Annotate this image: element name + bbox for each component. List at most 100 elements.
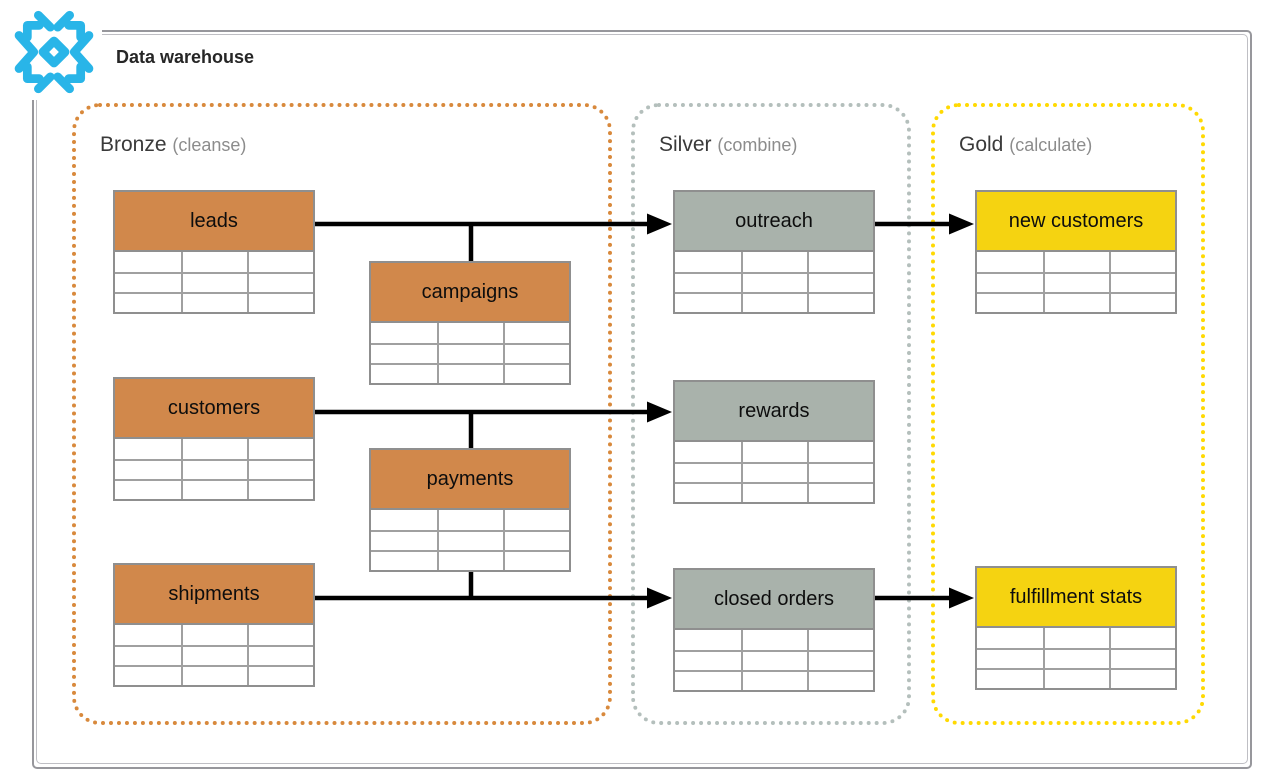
- table-customers-grid: [115, 439, 313, 499]
- table-cell: [181, 439, 247, 459]
- table-cell: [371, 363, 437, 383]
- panel-silver-name: Silver: [659, 133, 712, 156]
- table-campaigns-title: campaigns: [371, 263, 569, 323]
- table-shipments: shipments: [113, 563, 315, 687]
- table-fulfillment-stats-title: fulfillment stats: [977, 568, 1175, 628]
- table-cell: [115, 252, 181, 272]
- table-cell: [1109, 648, 1175, 668]
- table-cell: [1043, 668, 1109, 688]
- table-cell: [247, 292, 313, 312]
- table-campaigns-grid: [371, 323, 569, 383]
- table-cell: [741, 650, 807, 670]
- panel-bronze-label: Bronze (cleanse): [100, 133, 246, 157]
- table-cell: [371, 530, 437, 550]
- table-new-customers: new customers: [975, 190, 1177, 314]
- table-cell: [1043, 272, 1109, 292]
- table-cell: [1109, 272, 1175, 292]
- table-cell: [675, 272, 741, 292]
- table-cell: [437, 363, 503, 383]
- table-cell: [437, 323, 503, 343]
- table-cell: [437, 550, 503, 570]
- table-cell: [371, 323, 437, 343]
- panel-gold-label: Gold (calculate): [959, 133, 1092, 157]
- table-cell: [807, 442, 873, 462]
- table-cell: [807, 272, 873, 292]
- table-cell: [807, 462, 873, 482]
- panel-bronze-name: Bronze: [100, 133, 167, 156]
- table-shipments-title: shipments: [115, 565, 313, 625]
- table-cell: [675, 252, 741, 272]
- table-outreach-title: outreach: [675, 192, 873, 252]
- table-cell: [1043, 292, 1109, 312]
- table-cell: [181, 292, 247, 312]
- table-cell: [741, 292, 807, 312]
- panel-gold: Gold (calculate): [931, 103, 1205, 725]
- table-leads-grid: [115, 252, 313, 312]
- table-payments-grid: [371, 510, 569, 570]
- table-customers-title: customers: [115, 379, 313, 439]
- table-cell: [977, 252, 1043, 272]
- outer-frame: [32, 30, 1252, 769]
- table-new-customers-title: new customers: [977, 192, 1175, 252]
- table-cell: [741, 442, 807, 462]
- panel-silver-sublabel: (combine): [717, 135, 798, 155]
- table-cell: [977, 668, 1043, 688]
- table-payments: payments: [369, 448, 571, 572]
- panel-silver-label: Silver (combine): [659, 133, 797, 157]
- table-cell: [675, 482, 741, 502]
- table-cell: [437, 343, 503, 363]
- table-cell: [503, 510, 569, 530]
- table-cell: [247, 645, 313, 665]
- table-cell: [503, 363, 569, 383]
- table-cell: [741, 272, 807, 292]
- table-closed-orders: closed orders: [673, 568, 875, 692]
- table-rewards-title: rewards: [675, 382, 873, 442]
- table-cell: [437, 530, 503, 550]
- table-cell: [741, 462, 807, 482]
- table-cell: [247, 665, 313, 685]
- table-cell: [1109, 252, 1175, 272]
- table-cell: [741, 670, 807, 690]
- table-cell: [675, 292, 741, 312]
- table-cell: [503, 323, 569, 343]
- snowflake-icon: [6, 4, 102, 100]
- outer-frame-sketch-line: [36, 34, 1248, 764]
- table-cell: [807, 670, 873, 690]
- table-cell: [1109, 668, 1175, 688]
- table-cell: [115, 665, 181, 685]
- table-cell: [675, 650, 741, 670]
- table-cell: [675, 630, 741, 650]
- table-cell: [807, 482, 873, 502]
- table-closed-orders-grid: [675, 630, 873, 690]
- table-cell: [1043, 648, 1109, 668]
- table-cell: [675, 462, 741, 482]
- table-cell: [371, 343, 437, 363]
- table-cell: [115, 292, 181, 312]
- table-cell: [1109, 292, 1175, 312]
- table-cell: [247, 272, 313, 292]
- table-cell: [247, 459, 313, 479]
- table-cell: [807, 630, 873, 650]
- table-cell: [115, 625, 181, 645]
- table-leads-title: leads: [115, 192, 313, 252]
- table-cell: [807, 292, 873, 312]
- table-cell: [115, 439, 181, 459]
- table-campaigns: campaigns: [369, 261, 571, 385]
- table-cell: [741, 482, 807, 502]
- table-cell: [977, 292, 1043, 312]
- table-cell: [181, 479, 247, 499]
- table-shipments-grid: [115, 625, 313, 685]
- table-rewards: rewards: [673, 380, 875, 504]
- table-new-customers-grid: [977, 252, 1175, 312]
- table-cell: [181, 625, 247, 645]
- table-cell: [741, 630, 807, 650]
- table-cell: [247, 439, 313, 459]
- panel-gold-name: Gold: [959, 133, 1004, 156]
- table-cell: [181, 252, 247, 272]
- table-cell: [181, 272, 247, 292]
- table-cell: [247, 479, 313, 499]
- table-cell: [977, 628, 1043, 648]
- table-cell: [371, 510, 437, 530]
- table-cell: [115, 272, 181, 292]
